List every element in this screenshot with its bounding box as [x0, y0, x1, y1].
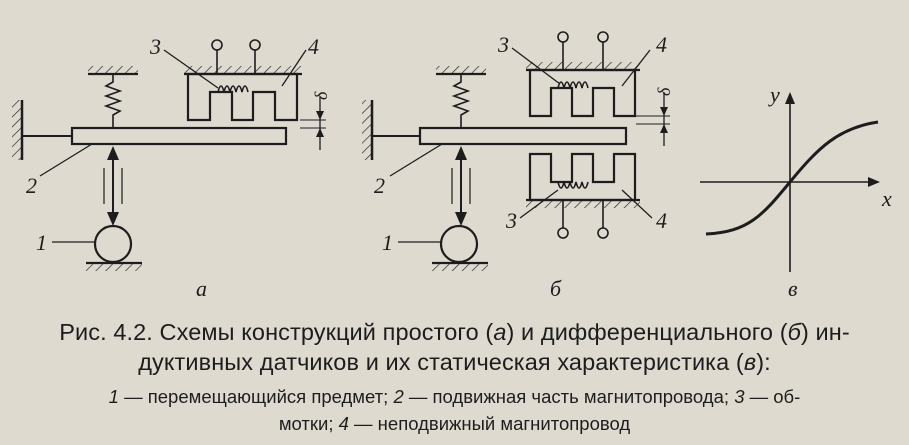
armature-a	[70, 126, 288, 146]
scheme-a	[12, 39, 326, 271]
inductive-sensor-figure: 3 4 δ 2 1 3 4 δ 2 1 3 4 y x а б в	[12, 31, 892, 301]
label-3-top-b: 3	[497, 32, 509, 57]
caption-mid1: ) и дифференциального (	[506, 319, 788, 345]
label-delta-b: δ	[654, 87, 674, 96]
motion-arrow-down-a	[107, 212, 119, 226]
scheme-c	[700, 92, 880, 272]
leader-2-a	[39, 143, 93, 177]
legend-text-2: — подвижная часть магнитопровода;	[403, 386, 735, 407]
fixed-core-a	[186, 72, 299, 122]
spring-ground-hatch-a	[88, 66, 138, 74]
label-1-a: 1	[36, 230, 47, 255]
label-4-top-b: 4	[656, 32, 667, 57]
leader-3-a	[163, 49, 219, 89]
figure-legend-line2: мотки; 4 — неподвижный магнитопровод	[0, 413, 909, 435]
label-x-axis: x	[881, 186, 892, 211]
moving-object-b	[439, 224, 479, 264]
caption-line2-start: дуктивных датчиков и их статическая хара…	[138, 349, 744, 375]
label-1-b: 1	[382, 230, 393, 255]
winding-top-b	[557, 81, 589, 89]
diagram-labels: 3 4 δ 2 1 3 4 δ 2 1 3 4 y x а б в	[26, 32, 892, 301]
leader-4-a	[281, 49, 307, 87]
leader-3-bottom-b	[519, 189, 559, 219]
legend-num-4: 4	[338, 413, 349, 434]
moving-object-a	[93, 224, 133, 264]
legend-text-1: — перемещающийся предмет;	[118, 386, 394, 407]
winding-a	[217, 85, 249, 93]
winding-bottom-b	[557, 181, 589, 189]
label-delta-a: δ	[311, 91, 331, 100]
subfigure-a: а	[196, 276, 207, 301]
caption-line2-end: ):	[756, 349, 771, 375]
motion-arrow-up-a	[107, 146, 119, 160]
label-4-bottom-b: 4	[656, 208, 667, 233]
caption-ref-a: а	[493, 319, 507, 345]
subfigure-c: в	[788, 276, 798, 301]
caption-ref-c: в	[743, 349, 757, 375]
legend-num-1: 1	[108, 386, 119, 407]
spring-b	[451, 74, 471, 128]
leader-4-top-b	[621, 49, 651, 87]
caption-ref-b: б	[787, 319, 801, 345]
figure-legend-line1: 1 — перемещающийся предмет; 2 — подвижна…	[0, 386, 909, 408]
label-3-a: 3	[149, 34, 161, 59]
fixed-core-top-b	[528, 68, 637, 118]
legend-text-3b: мотки;	[278, 413, 339, 434]
subfigure-b: б	[550, 276, 562, 301]
label-y-axis: y	[768, 82, 780, 107]
legend-text-3: — об-	[744, 386, 801, 407]
leader-4-bottom-b	[621, 189, 653, 219]
label-2-b: 2	[374, 173, 385, 198]
figure-caption-line2: дуктивных датчиков и их статическая хара…	[0, 349, 909, 376]
left-wall-hatch-a	[12, 100, 22, 160]
caption-mid2: ) ин-	[800, 319, 850, 345]
legend-num-2: 2	[393, 386, 404, 407]
figure-caption-line1: Рис. 4.2. Схемы конструкций простого (а)…	[0, 319, 909, 346]
spring-a	[103, 74, 123, 128]
fixed-core-bottom-b	[528, 152, 637, 202]
label-3-bottom-b: 3	[505, 208, 517, 233]
armature-b	[418, 126, 628, 146]
label-2-a: 2	[26, 173, 37, 198]
caption-prefix: Рис. 4.2. Схемы конструкций простого (	[59, 319, 494, 345]
leader-3-top-b	[511, 47, 561, 85]
characteristic-curve	[705, 120, 879, 236]
scheme-b	[362, 31, 670, 271]
legend-num-3: 3	[734, 386, 745, 407]
legend-text-4: — неподвижный магнитопровод	[348, 413, 631, 434]
label-4-a: 4	[308, 34, 319, 59]
leader-2-b	[389, 143, 443, 177]
